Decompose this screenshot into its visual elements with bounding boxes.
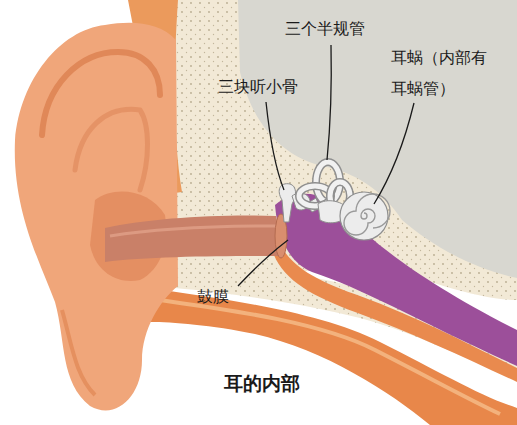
diagram-title: 耳的内部 — [224, 371, 300, 397]
pinna — [15, 23, 178, 411]
ear-canal — [105, 216, 284, 263]
part-label: 耳蜗（内部有 耳蜗管） — [391, 42, 503, 104]
cochlea — [340, 192, 390, 240]
antihelix — [75, 109, 148, 190]
part-label: 三块听小骨 — [218, 77, 298, 98]
lobe-shade — [62, 310, 95, 395]
part-label: 鼓膜 — [197, 287, 229, 308]
inner-region — [238, 0, 517, 278]
helix-rim — [42, 52, 160, 135]
eustachian-tube — [275, 194, 517, 366]
canal-highlight — [110, 226, 276, 236]
part-label: 三个半规管 — [285, 19, 365, 40]
